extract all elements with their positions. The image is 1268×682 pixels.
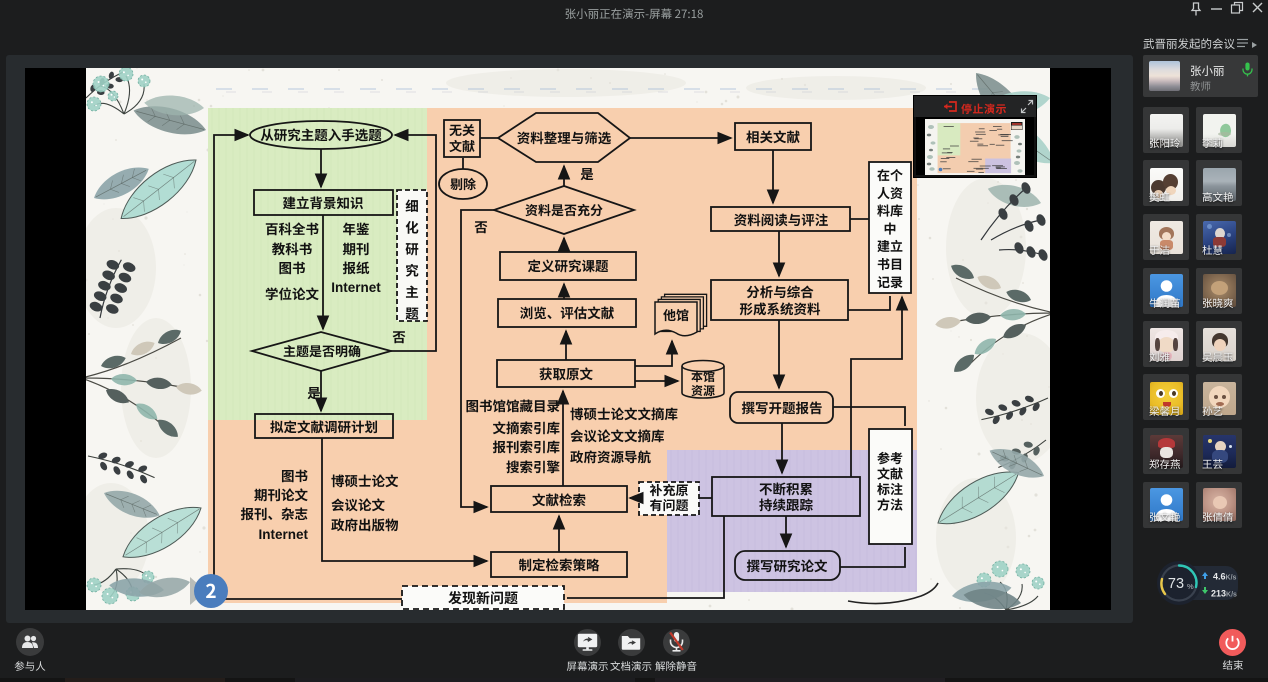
svg-text:报刊、杂志: 报刊、杂志 — [241, 503, 309, 523]
svg-text:书目: 书目 — [877, 254, 903, 273]
svg-text:图书馆馆藏目录: 图书馆馆藏目录 — [466, 395, 561, 415]
svg-text:发现新问题: 发现新问题 — [448, 588, 518, 608]
svg-text:%: % — [1187, 582, 1194, 591]
svg-text:记录: 记录 — [877, 272, 903, 291]
svg-text:中: 中 — [883, 218, 896, 237]
svg-text:主: 主 — [405, 281, 419, 301]
svg-text:资料整理与筛选: 资料整理与筛选 — [517, 127, 612, 147]
svg-text:主题是否明确: 主题是否明确 — [283, 341, 361, 360]
svg-text:在个: 在个 — [877, 165, 903, 184]
svg-text:教科书: 教科书 — [272, 238, 313, 258]
svg-text:不断积累: 不断积累 — [759, 478, 813, 498]
svg-text:资料是否充分: 资料是否充分 — [525, 200, 603, 219]
svg-text:博硕士论文文摘库: 博硕士论文文摘库 — [570, 403, 678, 423]
svg-text:浏览、评估文献: 浏览、评估文献 — [520, 302, 615, 322]
svg-text:学位论文: 学位论文 — [265, 283, 319, 303]
svg-text:政府出版物: 政府出版物 — [331, 514, 399, 534]
svg-text:图书: 图书 — [281, 465, 308, 485]
svg-text:从研究主题入手选题: 从研究主题入手选题 — [260, 124, 382, 144]
svg-text:否: 否 — [392, 326, 406, 346]
svg-text:文献: 文献 — [877, 464, 903, 483]
svg-text:有问题: 有问题 — [649, 495, 688, 514]
svg-text:持续跟踪: 持续跟踪 — [759, 494, 813, 514]
svg-text:拟定文献调研计划: 拟定文献调研计划 — [270, 416, 378, 436]
svg-text:文摘索引库: 文摘索引库 — [493, 417, 561, 437]
svg-text:年鉴: 年鉴 — [343, 218, 370, 238]
svg-text:资料阅读与评注: 资料阅读与评注 — [734, 209, 829, 229]
svg-text:期刊: 期刊 — [343, 238, 370, 258]
svg-text:文献: 文献 — [449, 136, 475, 155]
svg-text:分析与综合: 分析与综合 — [746, 281, 814, 301]
svg-text:撰写研究论文: 撰写研究论文 — [747, 555, 828, 575]
svg-text:撰写开题报告: 撰写开题报告 — [742, 397, 823, 417]
svg-text:图书: 图书 — [279, 257, 306, 277]
svg-text:形成系统资料: 形成系统资料 — [740, 298, 821, 318]
svg-text:资源: 资源 — [691, 382, 715, 399]
svg-text:细: 细 — [405, 195, 419, 215]
svg-text:Internet: Internet — [331, 276, 381, 296]
svg-text:文献检索: 文献检索 — [532, 489, 586, 509]
svg-text:标注: 标注 — [877, 479, 903, 498]
svg-text:研: 研 — [405, 238, 419, 258]
svg-text:他馆: 他馆 — [663, 305, 689, 324]
svg-text:方法: 方法 — [877, 495, 903, 514]
svg-text:政府资源导航: 政府资源导航 — [570, 446, 651, 466]
svg-text:博硕士论文: 博硕士论文 — [331, 470, 399, 490]
svg-text:究: 究 — [405, 260, 419, 280]
svg-text:期刊论文: 期刊论文 — [254, 484, 308, 504]
svg-text:参考: 参考 — [877, 448, 903, 467]
svg-text:搜索引擎: 搜索引擎 — [506, 456, 560, 476]
svg-text:213K/s: 213K/s — [1211, 589, 1237, 599]
svg-text:报纸: 报纸 — [343, 257, 370, 277]
svg-text:化: 化 — [405, 217, 419, 237]
svg-text:本馆: 本馆 — [691, 368, 715, 385]
svg-text:人资: 人资 — [877, 183, 903, 202]
svg-text:会议论文文摘库: 会议论文文摘库 — [570, 425, 665, 445]
svg-text:剔除: 剔除 — [450, 174, 476, 193]
svg-text:百科全书: 百科全书 — [265, 218, 319, 238]
svg-text:4.6K/s: 4.6K/s — [1213, 572, 1237, 582]
svg-text:报刊索引库: 报刊索引库 — [493, 436, 561, 456]
svg-text:制定检索策略: 制定检索策略 — [519, 554, 600, 574]
svg-text:建立: 建立 — [877, 236, 903, 255]
svg-text:无关: 无关 — [449, 120, 475, 139]
svg-text:73: 73 — [1168, 576, 1184, 592]
svg-text:题: 题 — [405, 303, 419, 323]
svg-text:Internet: Internet — [258, 523, 308, 543]
svg-text:2: 2 — [205, 577, 216, 604]
svg-text:会议论文: 会议论文 — [331, 494, 385, 514]
svg-text:定义研究课题: 定义研究课题 — [528, 255, 609, 275]
svg-text:是: 是 — [307, 382, 321, 402]
svg-text:补充原: 补充原 — [649, 480, 688, 499]
svg-text:否: 否 — [474, 216, 488, 236]
svg-text:获取原文: 获取原文 — [539, 363, 593, 383]
svg-text:料库: 料库 — [877, 201, 903, 220]
svg-text:是: 是 — [580, 163, 594, 183]
svg-text:建立背景知识: 建立背景知识 — [283, 192, 364, 212]
svg-text:相关文献: 相关文献 — [746, 126, 800, 146]
